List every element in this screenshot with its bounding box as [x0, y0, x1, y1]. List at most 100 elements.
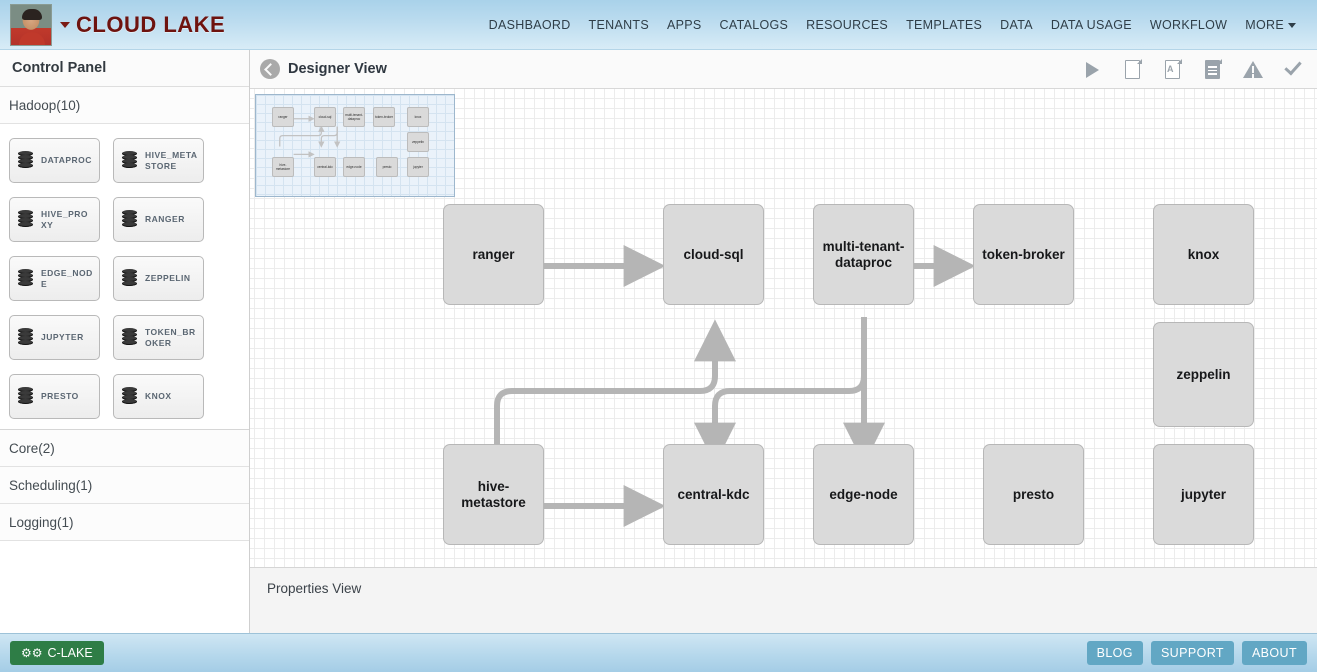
- designer-action-icons: A: [1083, 57, 1303, 80]
- graph-node-zeppelin[interactable]: zeppelin: [1153, 322, 1254, 427]
- minimap-node-token-broker: token-broker: [373, 107, 395, 127]
- c-lake-button-label: C-LAKE: [47, 646, 93, 660]
- palette-tile-label: JUPYTER: [41, 332, 84, 342]
- nav-item-apps[interactable]: APPS: [666, 17, 702, 32]
- designer-toolbar: Designer View A: [250, 50, 1317, 89]
- sidebar-section-logging[interactable]: Logging(1): [0, 504, 249, 541]
- nav-item-workflow[interactable]: WORKFLOW: [1149, 17, 1228, 32]
- nav-item-more-label: MORE: [1245, 17, 1284, 32]
- palette-tile-label: RANGER: [145, 214, 185, 224]
- canvas-minimap[interactable]: ranger cloud-sql multi-tenant-dataproc t…: [255, 94, 455, 197]
- palette-tile-ranger[interactable]: RANGER: [113, 197, 204, 242]
- support-button[interactable]: SUPPORT: [1150, 641, 1234, 665]
- graph-node-knox[interactable]: knox: [1153, 204, 1254, 305]
- palette-tiles: DATAPROC HIVE_META STORE HIVE_PROXY RANG…: [0, 124, 249, 430]
- nav-item-catalogs[interactable]: CATALOGS: [719, 17, 789, 32]
- properties-view: Properties View: [250, 567, 1317, 633]
- palette-tile-zeppelin[interactable]: ZEPPELIN: [113, 256, 204, 301]
- graph-node-presto[interactable]: presto: [983, 444, 1084, 545]
- nav-item-templates[interactable]: TEMPLATES: [906, 17, 983, 32]
- edge-multitenant-centralkdc: [694, 317, 867, 465]
- graph-node-central-kdc[interactable]: central-kdc: [663, 444, 764, 545]
- sidebar-section-hadoop[interactable]: Hadoop(10): [0, 87, 249, 124]
- nav-item-data-usage[interactable]: DATA USAGE: [1050, 17, 1132, 32]
- app-footer: ⚙⚙ C-LAKE BLOG SUPPORT ABOUT: [0, 633, 1317, 672]
- designer-view-title: Designer View: [288, 61, 387, 77]
- database-icon: [17, 210, 34, 229]
- palette-tile-label: EDGE_NODE: [41, 267, 93, 289]
- sidebar-section-core[interactable]: Core(2): [0, 430, 249, 467]
- run-button[interactable]: [1083, 58, 1103, 80]
- nav-item-resources[interactable]: RESOURCES: [806, 17, 889, 32]
- palette-tile-jupyter[interactable]: JUPYTER: [9, 315, 100, 360]
- palette-tile-hive-proxy[interactable]: HIVE_PROXY: [9, 197, 100, 242]
- palette-tile-dataproc[interactable]: DATAPROC: [9, 138, 100, 183]
- graph-node-cloud-sql[interactable]: cloud-sql: [663, 204, 764, 305]
- palette-tile-label: DATAPROC: [41, 155, 92, 165]
- palette-tile-label: TOKEN_BROKER: [145, 326, 196, 348]
- chevron-down-icon: [1288, 22, 1296, 28]
- new-file-button[interactable]: [1123, 58, 1143, 80]
- export-pdf-button[interactable]: A: [1163, 58, 1183, 80]
- sidebar-section-scheduling[interactable]: Scheduling(1): [0, 467, 249, 504]
- minimap-node-jupyter: jupyter: [407, 157, 429, 177]
- app-header: CLOUD LAKE DASHBAORD TENANTS APPS CATALO…: [0, 0, 1317, 50]
- nav-item-dashboard[interactable]: DASHBAORD: [488, 17, 571, 32]
- control-panel-title: Control Panel: [0, 50, 249, 87]
- graph-node-token-broker[interactable]: token-broker: [973, 204, 1074, 305]
- palette-tile-label: HIVE_PROXY: [41, 208, 88, 230]
- chevron-down-icon[interactable]: [60, 21, 70, 28]
- minimap-node-central-kdc: central-kdc: [314, 157, 336, 177]
- palette-tile-label: HIVE_META STORE: [145, 149, 198, 171]
- database-icon: [121, 269, 138, 288]
- minimap-node-presto: presto: [376, 157, 398, 177]
- gears-icon: ⚙⚙: [21, 646, 43, 660]
- warnings-button[interactable]: [1243, 58, 1263, 80]
- graph-node-ranger[interactable]: ranger: [443, 204, 544, 305]
- warning-icon: [1243, 61, 1263, 78]
- footer-links: BLOG SUPPORT ABOUT: [1086, 641, 1307, 665]
- check-icon: [1284, 57, 1302, 76]
- main-navigation: DASHBAORD TENANTS APPS CATALOGS RESOURCE…: [480, 12, 1317, 38]
- graph-node-multi-tenant-dataproc[interactable]: multi-tenant-dataproc: [813, 204, 914, 305]
- play-icon: [1086, 62, 1099, 78]
- nav-item-data[interactable]: DATA: [1000, 17, 1033, 32]
- properties-view-title: Properties View: [267, 581, 362, 596]
- palette-tile-token-broker[interactable]: TOKEN_BROKER: [113, 315, 204, 360]
- designer-canvas[interactable]: ranger cloud-sql multi-tenant-dataproc t…: [250, 89, 1317, 567]
- palette-tile-edge-node[interactable]: EDGE_NODE: [9, 256, 100, 301]
- graph-node-jupyter[interactable]: jupyter: [1153, 444, 1254, 545]
- nav-item-more[interactable]: MORE: [1236, 12, 1305, 38]
- about-button[interactable]: ABOUT: [1241, 641, 1307, 665]
- graph-node-hive-metastore[interactable]: hive-metastore: [443, 444, 544, 545]
- control-panel-sidebar: Control Panel Hadoop(10) DATAPROC HIVE_M…: [0, 50, 250, 633]
- database-icon: [121, 210, 138, 229]
- palette-tile-label: ZEPPELIN: [145, 273, 191, 283]
- brand-block[interactable]: CLOUD LAKE: [0, 3, 225, 46]
- database-icon: [121, 387, 138, 406]
- palette-tile-presto[interactable]: PRESTO: [9, 374, 100, 419]
- database-icon: [17, 269, 34, 288]
- c-lake-button[interactable]: ⚙⚙ C-LAKE: [10, 641, 104, 665]
- database-icon: [17, 151, 34, 170]
- minimap-node-cloud-sql: cloud-sql: [314, 107, 336, 127]
- palette-tile-label: KNOX: [145, 391, 172, 401]
- palette-tile-label: PRESTO: [41, 391, 79, 401]
- pdf-glyph: A: [1167, 64, 1174, 74]
- designer-panel: Designer View A: [250, 50, 1317, 633]
- database-icon: [121, 151, 138, 170]
- palette-tile-knox[interactable]: KNOX: [113, 374, 204, 419]
- validate-button[interactable]: [1283, 57, 1303, 80]
- blog-button[interactable]: BLOG: [1086, 641, 1143, 665]
- minimap-node-ranger: ranger: [272, 107, 294, 127]
- view-document-button[interactable]: [1203, 58, 1223, 80]
- user-avatar[interactable]: [10, 3, 52, 46]
- back-arrow-icon[interactable]: [260, 59, 280, 79]
- pdf-icon: [1165, 60, 1180, 79]
- palette-tile-hive-metastore[interactable]: HIVE_META STORE: [113, 138, 204, 183]
- nav-item-tenants[interactable]: TENANTS: [588, 17, 649, 32]
- database-icon: [17, 387, 34, 406]
- page-icon: [1125, 60, 1140, 79]
- graph-node-edge-node[interactable]: edge-node: [813, 444, 914, 545]
- graph-edges: [494, 245, 976, 527]
